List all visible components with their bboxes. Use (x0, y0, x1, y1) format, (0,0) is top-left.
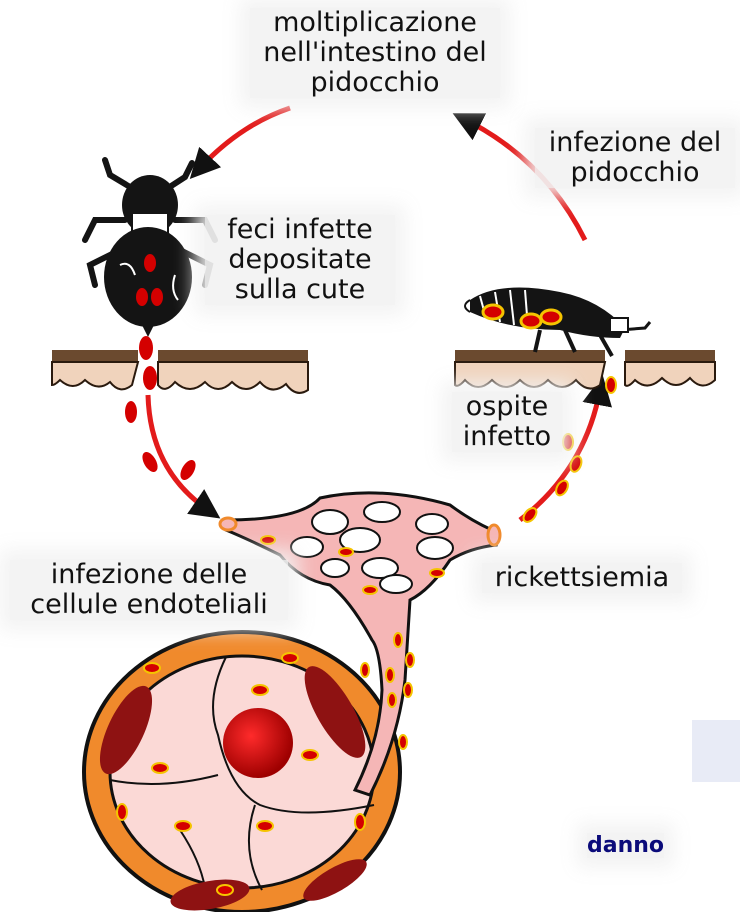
label-damage: danno (587, 833, 664, 858)
arrow-top-left (200, 108, 290, 168)
louse-left (85, 160, 215, 337)
skin-right (455, 350, 715, 389)
tissue-cross-section (84, 632, 400, 912)
label-feces: feci infette depositate sulla cute (205, 215, 395, 305)
label-endothelial: infezione delle cellule endoteliali (10, 560, 288, 620)
louse-right (465, 288, 650, 357)
label-infected-host: ospite infetto (452, 392, 562, 452)
label-rickettsemia: rickettsiemia (482, 563, 682, 593)
arrow-left-down (148, 395, 208, 510)
label-multiplication: moltiplicazione nell'intestino del pidoc… (250, 8, 500, 98)
label-louse-infection: infezione del pidocchio (535, 128, 735, 188)
skin-left (52, 350, 308, 393)
